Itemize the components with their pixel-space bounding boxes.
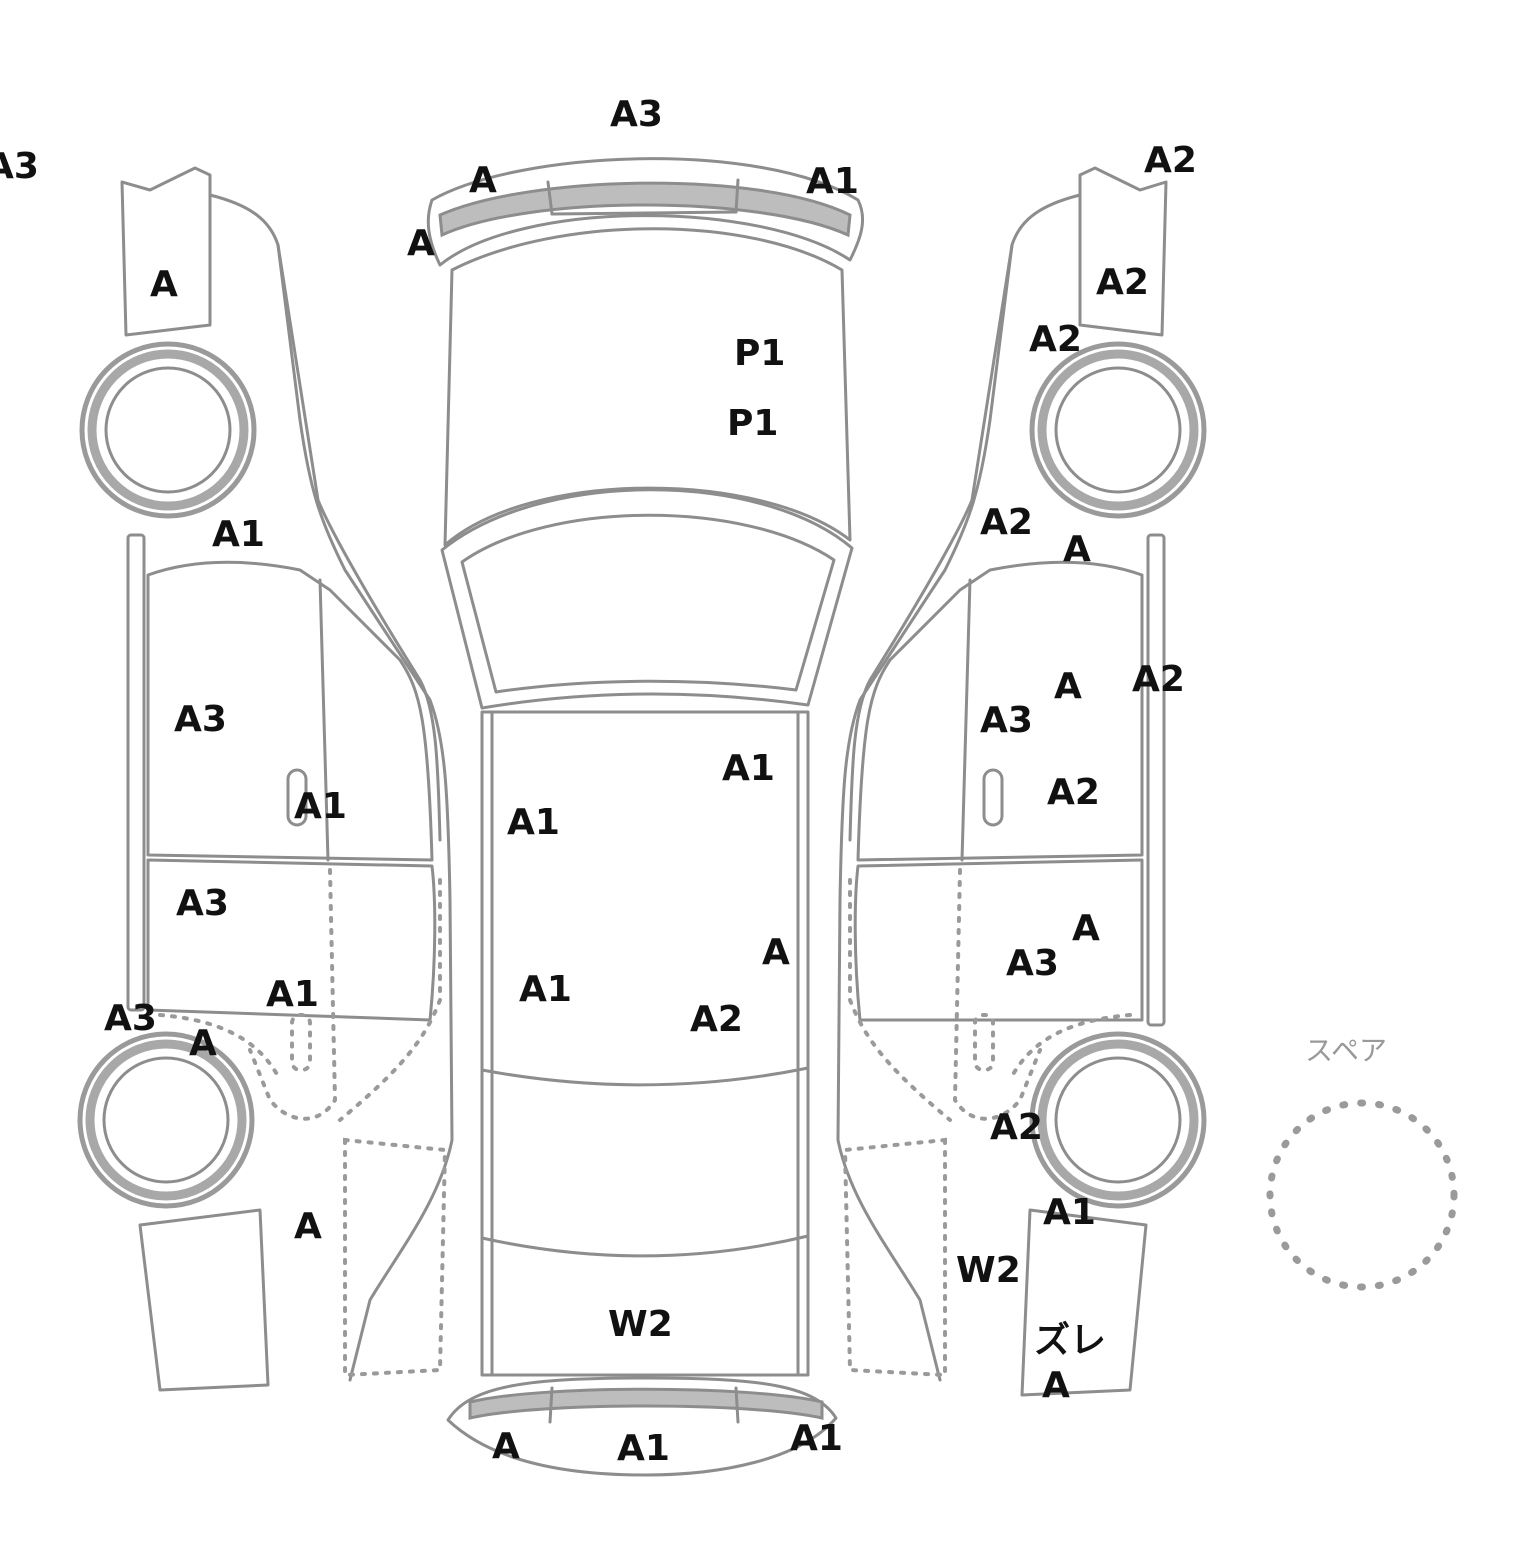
damage-mark: A2	[990, 1107, 1043, 1148]
damage-mark: A	[1063, 529, 1091, 570]
left-side-view	[77, 166, 454, 1392]
damage-mark: A2	[690, 999, 743, 1040]
right-rear-lower-dash	[842, 1137, 947, 1378]
damage-mark: A	[1072, 908, 1100, 949]
top-windshield	[440, 488, 854, 710]
damage-mark: A2	[980, 502, 1033, 543]
damage-mark: A	[492, 1426, 520, 1467]
left-front-bumper	[120, 166, 212, 337]
damage-mark: A	[1042, 1365, 1070, 1406]
damage-mark: P1	[727, 403, 778, 444]
damage-mark: A3	[1006, 943, 1059, 984]
damage-mark: A3	[174, 699, 227, 740]
damage-mark: W2	[608, 1304, 673, 1345]
damage-mark: A1	[294, 786, 347, 827]
top-rear-window	[480, 1066, 810, 1087]
damage-marks: A3 A A1 A3 A1 A3 A1 A3 A A A3 A A1 A P1 …	[0, 94, 1197, 1469]
right-body-outline	[836, 193, 1082, 1382]
damage-mark: A1	[617, 1428, 670, 1469]
damage-mark: A3	[610, 94, 663, 135]
left-front-wheel	[79, 341, 257, 519]
right-rear-bumper	[1020, 1208, 1148, 1397]
damage-mark: A3	[0, 146, 39, 187]
spare-label: スペア	[1305, 1034, 1387, 1067]
right-front-bumper	[1078, 166, 1168, 337]
left-rear-pillar-dash	[338, 878, 442, 1122]
damage-mark: A1	[722, 748, 775, 789]
left-door-handle	[286, 768, 308, 827]
damage-mark: A2	[1096, 262, 1149, 303]
damage-mark: A	[189, 1023, 217, 1064]
left-rear-bumper	[138, 1208, 270, 1392]
spare-tire-ring	[1266, 1099, 1458, 1291]
damage-mark: A1	[266, 974, 319, 1015]
left-rear-wheel	[77, 1031, 255, 1209]
top-view	[426, 157, 865, 1477]
right-side-view	[836, 166, 1207, 1397]
left-side-sill	[126, 533, 146, 1012]
damage-mark: A2	[1132, 659, 1185, 700]
left-front-door	[146, 560, 434, 862]
right-door-handle	[982, 768, 1004, 827]
damage-mark: P1	[734, 333, 785, 374]
right-front-door	[856, 560, 1144, 862]
damage-mark: A	[407, 223, 435, 264]
top-roof	[480, 710, 810, 1377]
damage-mark: A1	[1043, 1192, 1096, 1233]
damage-mark: A1	[507, 802, 560, 843]
top-rear-bumper-band	[468, 1387, 824, 1420]
right-front-wheel	[1029, 341, 1207, 519]
damage-mark: A1	[790, 1418, 843, 1459]
top-hood	[443, 227, 852, 547]
right-side-sill	[1146, 533, 1166, 1027]
damage-mark: A	[150, 264, 178, 305]
left-rear-quarter-dash	[248, 868, 338, 1121]
damage-mark: A3	[104, 998, 157, 1039]
right-rear-door	[853, 858, 1144, 1022]
left-rear-door	[146, 858, 437, 1022]
damage-mark: A	[469, 160, 497, 201]
top-trunk	[480, 1234, 810, 1258]
right-body-inner	[848, 243, 1014, 842]
left-body-outline	[208, 193, 454, 1382]
top-front-bumper-band	[438, 181, 852, 238]
damage-mark: A3	[176, 883, 229, 924]
damage-mark: A	[762, 932, 790, 973]
right-b-pillar	[960, 578, 972, 862]
damage-mark: A1	[806, 161, 859, 202]
right-rear-pillar-dash	[848, 878, 952, 1122]
damage-mark: A3	[980, 700, 1033, 741]
damage-mark: W2	[956, 1250, 1021, 1291]
damage-mark: A	[294, 1206, 322, 1247]
left-rear-lower-dash	[343, 1137, 448, 1378]
left-body-inner	[276, 243, 442, 842]
right-fuel-lid-dash	[973, 1013, 995, 1072]
damage-mark: A1	[519, 969, 572, 1010]
damage-mark: A2	[1144, 140, 1197, 181]
right-rear-quarter-dash	[952, 868, 1042, 1121]
damage-mark: A2	[1029, 319, 1082, 360]
right-rear-wheel	[1029, 1031, 1207, 1209]
spare-tire: スペア	[1266, 1034, 1458, 1291]
damage-mark: ズレ	[1034, 1319, 1106, 1361]
damage-mark: A2	[1047, 772, 1100, 813]
damage-mark: A	[1054, 666, 1082, 707]
left-fuel-lid-dash	[290, 1013, 312, 1072]
left-b-pillar	[318, 578, 330, 862]
damage-mark: A1	[212, 514, 265, 555]
